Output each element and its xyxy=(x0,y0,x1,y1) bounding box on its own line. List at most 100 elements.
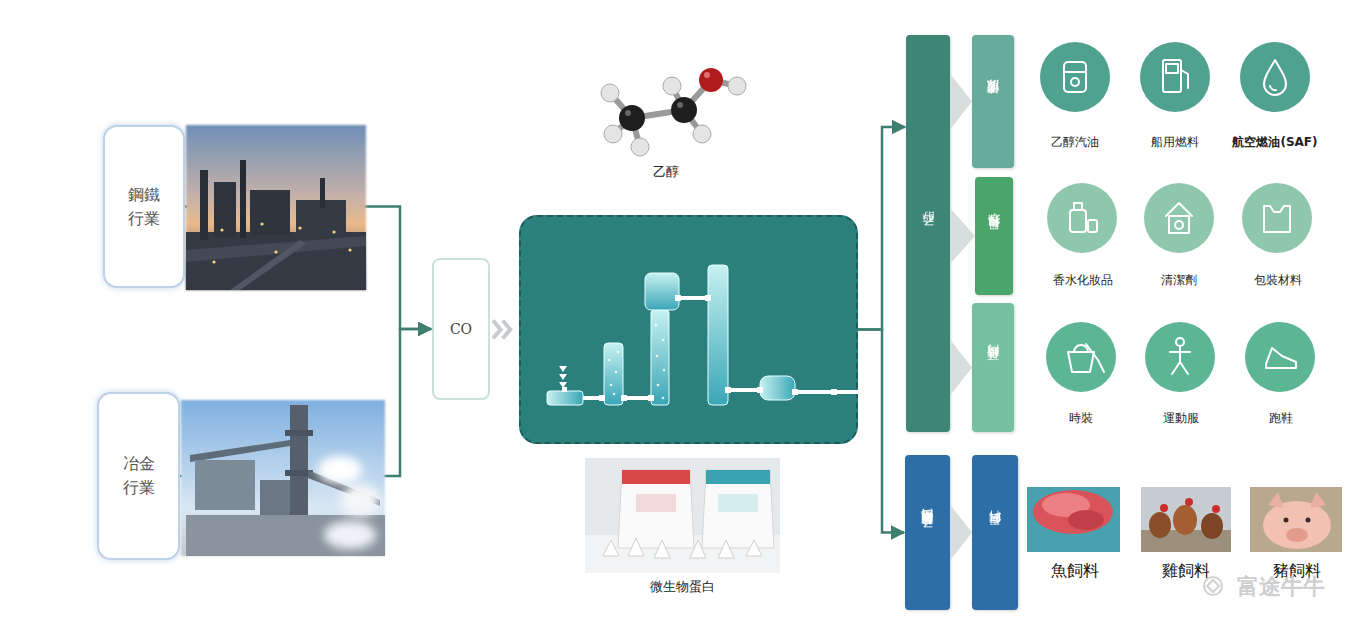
icon-glyph xyxy=(1064,60,1296,374)
node-text: CO xyxy=(450,321,472,337)
metallurgy-plant-photo xyxy=(318,456,362,484)
process-apparatus xyxy=(613,393,616,396)
icon-glyph xyxy=(1163,60,1181,92)
fish-feed-photo xyxy=(1042,493,1090,517)
pig-feed-photo xyxy=(1284,518,1289,523)
icon-glyph xyxy=(1064,62,1086,92)
protein-product-photo xyxy=(746,540,762,556)
ethanol-molecule xyxy=(672,86,684,110)
ethanol-molecule xyxy=(610,93,632,118)
process-apparatus xyxy=(559,382,567,388)
metallurgy-plant-photo xyxy=(260,480,290,540)
metallurgy-plant-photo xyxy=(181,400,385,556)
process-apparatus xyxy=(657,384,660,387)
process-apparatus xyxy=(562,387,567,392)
metallurgy-plant-photo xyxy=(186,515,385,556)
ethanol-molecule xyxy=(704,72,710,78)
ethanol-molecule xyxy=(619,105,645,131)
steel-plant-photo xyxy=(240,160,246,238)
steel-plant-photo xyxy=(296,200,346,234)
chevron-arrow xyxy=(950,340,972,396)
protein-product-photo xyxy=(603,540,619,556)
caption-label: 豬飼料 xyxy=(1273,561,1321,582)
category-band: 蛋白飼料 xyxy=(972,455,1018,610)
process-apparatus xyxy=(559,374,567,380)
protein-product-photo xyxy=(603,538,762,558)
ethanol-molecule xyxy=(631,138,649,156)
process-apparatus xyxy=(675,295,681,301)
steel-plant-photo xyxy=(186,232,366,290)
protein-product-photo xyxy=(690,540,706,558)
icon-circle xyxy=(1047,183,1117,253)
process-box xyxy=(519,215,858,444)
process-apparatus xyxy=(547,391,583,405)
steel-plant-photo xyxy=(348,248,351,251)
process-apparatus xyxy=(608,359,611,362)
ethanol-molecule xyxy=(684,110,702,134)
watermark-logo xyxy=(1204,577,1222,595)
process-apparatus xyxy=(656,355,659,358)
chevron-arrow xyxy=(950,208,975,264)
ethanol-molecule xyxy=(610,80,737,147)
node-text: 鋼鐵 行業 xyxy=(126,183,162,231)
node-text: 清潔能源 xyxy=(985,100,1002,104)
steel-plant-photo xyxy=(220,228,223,231)
metallurgy-plant-photo xyxy=(190,440,290,462)
chicken-feed-photo xyxy=(1141,530,1231,552)
steel-plant-photo xyxy=(332,230,335,233)
gas-box: CO xyxy=(432,258,490,400)
process-apparatus xyxy=(608,324,666,400)
chicken-feed-photo xyxy=(1185,498,1193,506)
icon-circle xyxy=(1242,183,1312,253)
category-band: 清潔能源 xyxy=(972,35,1014,168)
protein-product-photo xyxy=(702,470,774,548)
icon-glyph xyxy=(1181,70,1188,88)
process-apparatus xyxy=(663,369,666,372)
steel-plant-photo xyxy=(320,178,325,208)
caption-label: 包裝材料 xyxy=(1254,272,1302,289)
process-apparatus xyxy=(559,366,567,372)
process-apparatus xyxy=(760,376,795,400)
ethanol-molecule xyxy=(677,102,683,108)
icon-circle xyxy=(1040,42,1110,112)
metallurgy-plant-photo xyxy=(324,521,376,549)
protein-product-photo xyxy=(718,494,758,512)
process-apparatus xyxy=(662,339,665,342)
icon-glyph xyxy=(1175,221,1183,229)
ethanol-molecule xyxy=(699,68,723,92)
ethanol-molecule xyxy=(711,80,737,86)
caption-label: 跑鞋 xyxy=(1269,410,1293,427)
pig-feed-photo xyxy=(1250,487,1342,552)
metallurgy-plant-photo xyxy=(290,405,308,525)
steel-plant-photo xyxy=(186,125,366,290)
icon-glyph xyxy=(1264,206,1290,232)
icon-glyph xyxy=(1071,78,1079,86)
chicken-feed-photo xyxy=(1212,505,1220,513)
chicken-feed-photo xyxy=(1141,487,1231,552)
icon-glyph xyxy=(1074,345,1088,352)
protein-product-photo xyxy=(622,470,690,484)
process-apparatus xyxy=(599,395,605,401)
caption-label: 雞飼料 xyxy=(1162,561,1210,582)
protein-product-photo xyxy=(636,494,676,512)
caption-label: 清潔劑 xyxy=(1161,272,1197,289)
protein-product-photo xyxy=(706,470,770,484)
ethanol-molecule xyxy=(601,68,746,156)
pig-feed-photo xyxy=(1310,492,1326,508)
metallurgy-plant-photo xyxy=(308,470,380,506)
protein-product-photo xyxy=(585,458,780,573)
chevron-arrow xyxy=(493,321,510,339)
node-text: 蛋白飼料 xyxy=(987,531,1004,535)
icon-glyph xyxy=(1170,347,1190,374)
icon-glyph xyxy=(1264,60,1286,95)
ethanol-molecule xyxy=(693,125,711,143)
process-apparatus xyxy=(725,387,731,393)
chevron-arrow xyxy=(503,321,511,339)
ethanol-molecule xyxy=(632,110,684,118)
process-apparatus xyxy=(648,395,654,401)
chevron-arrow xyxy=(493,321,501,339)
process-apparatus xyxy=(623,396,651,400)
industry-box: 冶金 行業 xyxy=(97,392,180,560)
fish-feed-photo xyxy=(1027,487,1120,552)
